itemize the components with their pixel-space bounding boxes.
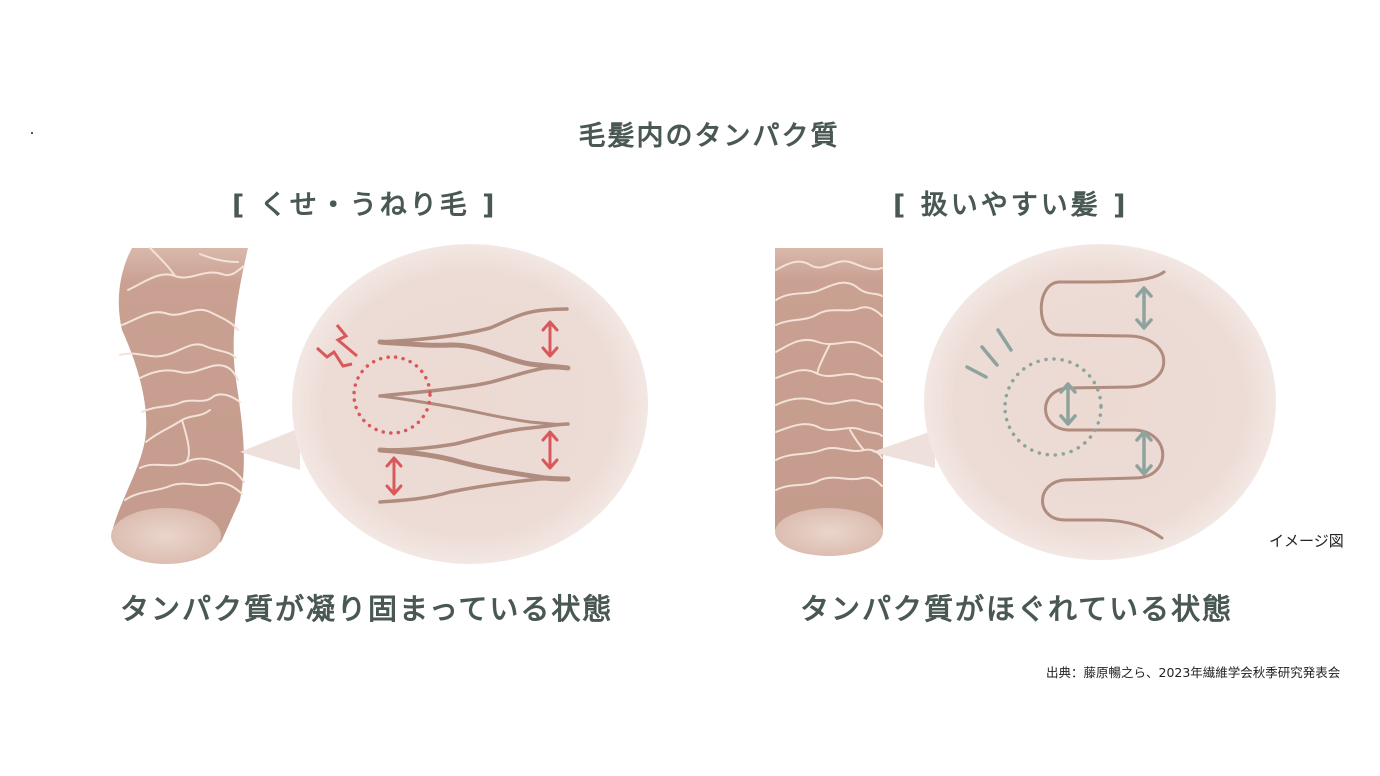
image-note: イメージ図 (1269, 532, 1344, 550)
callout-pointer-left (240, 428, 300, 470)
dotted-focus-circle-left (352, 355, 432, 435)
panel-caption-manageable: タンパク質がほぐれている状態 (800, 592, 1234, 626)
compression-arrows (385, 320, 559, 496)
radiating-lines-icon (965, 328, 1013, 379)
zigzag-stress-icon (315, 324, 358, 368)
relaxed-protein-fiber (1039, 270, 1166, 540)
dotted-focus-circle-right (1003, 357, 1103, 457)
panel-heading-frizzy: [ くせ・うねり毛 ] (232, 190, 498, 221)
tangled-protein-fibers (377, 307, 571, 504)
spacing-arrows (1059, 286, 1153, 476)
zoom-bubble-right (924, 244, 1276, 560)
panel-heading-manageable: [ 扱いやすい髪 ] (893, 190, 1129, 221)
wavy-hair-strand (111, 247, 248, 564)
stray-dot (31, 132, 33, 134)
zoom-bubble-left (292, 244, 648, 564)
figure-title: 毛髪内のタンパク質 (578, 121, 840, 152)
callout-pointer-right (872, 430, 935, 468)
panel-caption-frizzy: タンパク質が凝り固まっている状態 (120, 592, 614, 626)
straight-hair-strand (775, 248, 883, 556)
source-citation: 出典：藤原暢之ら、2023年繊維学会秋季研究発表会 (1046, 665, 1341, 680)
